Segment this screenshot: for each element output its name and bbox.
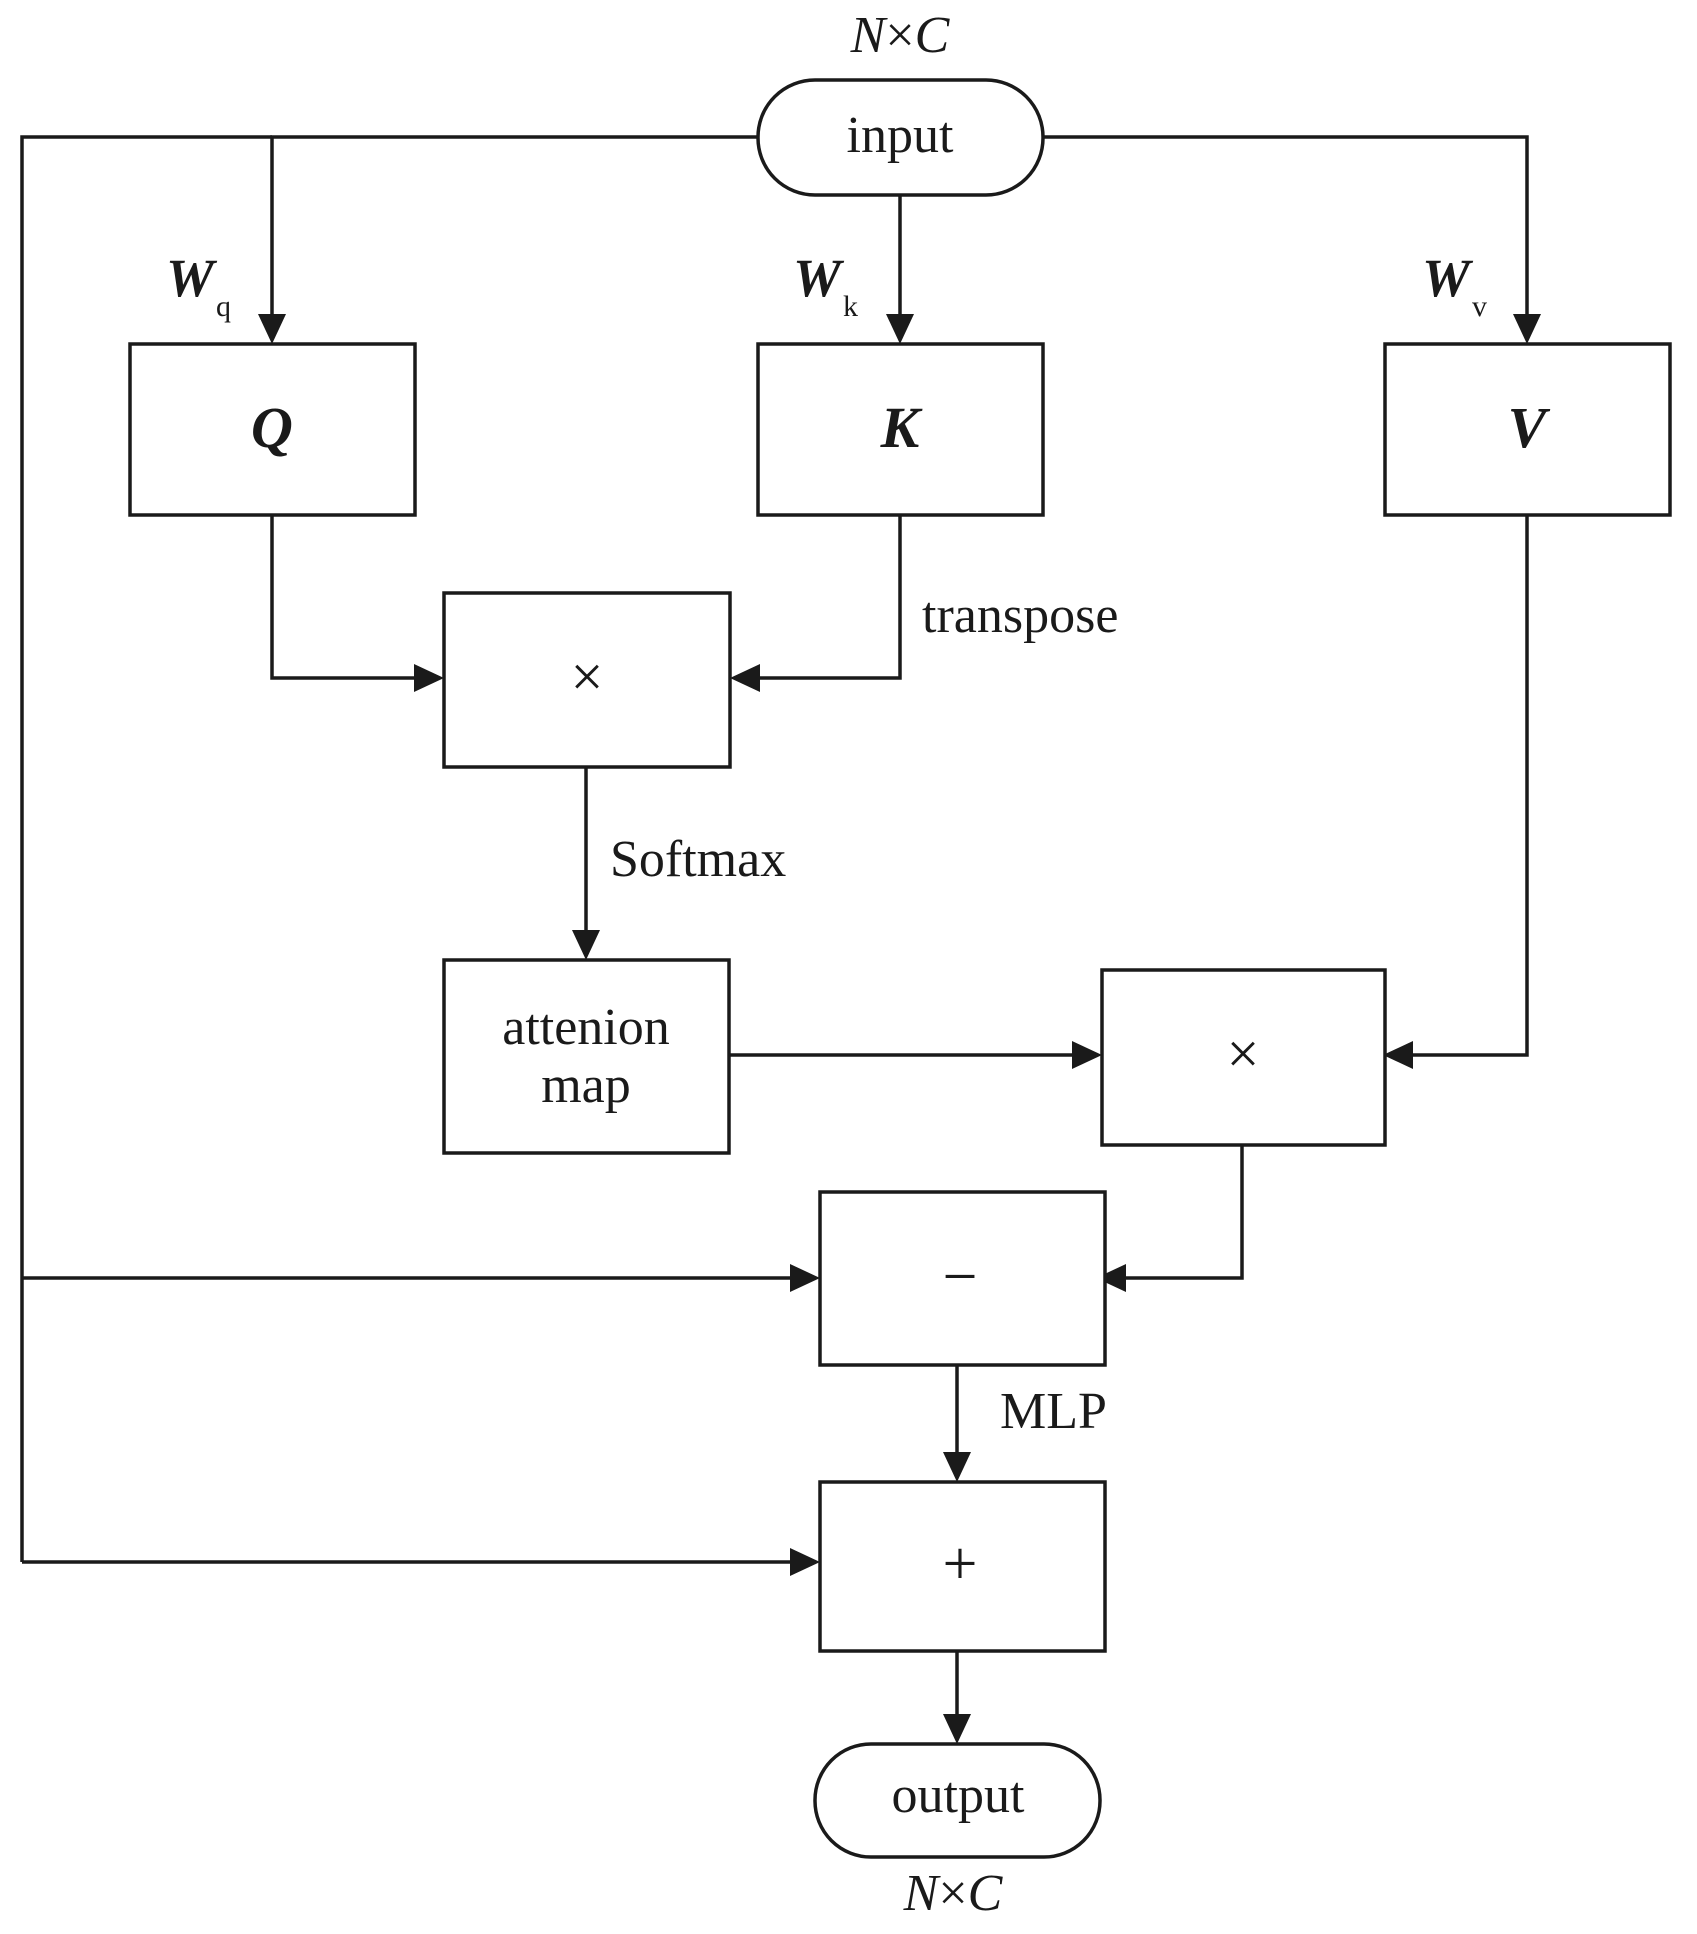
multiply-qk-label: × <box>571 644 604 709</box>
dim-bottom-times: × <box>938 1865 967 1922</box>
arrowhead-multiply-right <box>730 664 760 692</box>
q-label: Q <box>251 395 293 460</box>
subtract-label: − <box>943 1243 978 1311</box>
arrowheads <box>258 314 1541 1744</box>
arrowhead-v <box>1513 314 1541 344</box>
k-to-multiply-connector <box>752 515 902 680</box>
wk-main: W <box>793 248 845 308</box>
multiply-qk-block: × <box>442 591 732 769</box>
k-block: K <box>756 342 1045 517</box>
dim-top-times: × <box>885 7 914 64</box>
wv-sub: v <box>1472 290 1487 323</box>
input-node: input <box>756 78 1045 197</box>
dimension-label-bottom: N×C <box>903 1865 1004 1922</box>
attention-map-label-line2: map <box>541 1057 631 1114</box>
wq-sub: q <box>216 290 231 323</box>
dim-bottom-c: C <box>968 1865 1004 1922</box>
skip-rail-connector <box>20 135 272 1562</box>
q-to-multiply-connector <box>270 515 422 680</box>
dim-top-c: C <box>915 7 951 64</box>
k-label: K <box>880 395 923 460</box>
dimension-label-top: N×C <box>850 7 951 64</box>
wk-sub: k <box>843 290 858 323</box>
arrowhead-output <box>943 1714 971 1744</box>
v-block: V <box>1383 342 1672 517</box>
v-label: V <box>1508 395 1551 460</box>
arrowhead-add-left <box>790 1548 820 1576</box>
input-to-q-connector <box>270 135 758 322</box>
mlp-label: MLP <box>1000 1383 1107 1440</box>
connectors <box>20 135 1529 1722</box>
arrowhead-q <box>258 314 286 344</box>
weight-label-q: W q <box>166 248 231 323</box>
weight-label-k: W k <box>793 248 858 323</box>
svg-text:N×C: N×C <box>903 1865 1004 1922</box>
arrowhead-k <box>886 314 914 344</box>
output-node: output <box>813 1742 1102 1859</box>
wv-main: W <box>1422 248 1474 308</box>
multiply-av-label: × <box>1227 1021 1260 1086</box>
softmax-label: Softmax <box>610 831 786 888</box>
weight-label-v: W v <box>1422 248 1487 323</box>
add-label: + <box>943 1530 978 1598</box>
input-label: input <box>847 107 954 164</box>
arrowhead-mlp <box>943 1452 971 1482</box>
q-block: Q <box>128 342 417 517</box>
add-block: + <box>818 1480 1107 1653</box>
multiply-av-block: × <box>1100 968 1387 1147</box>
v-to-multiply-connector <box>1405 515 1529 1057</box>
arrowhead-subtract-right <box>1096 1264 1126 1292</box>
attention-map-block: attenion map <box>442 958 731 1155</box>
arrowhead-softmax <box>572 930 600 960</box>
attention-map-label-line1: attenion <box>502 999 670 1056</box>
dim-bottom-n: N <box>903 1865 942 1922</box>
dim-top-n: N <box>850 7 889 64</box>
transpose-label: transpose <box>922 587 1118 644</box>
arrowhead-v-to-multiply <box>1383 1041 1413 1069</box>
arrowhead-subtract-left <box>790 1264 820 1292</box>
input-to-v-connector <box>1043 135 1529 322</box>
output-label: output <box>892 1767 1025 1824</box>
subtract-block: − <box>818 1190 1107 1367</box>
svg-text:N×C: N×C <box>850 7 951 64</box>
wq-main: W <box>166 248 218 308</box>
multiply-to-subtract-connector <box>1118 1145 1244 1280</box>
arrowhead-attention-to-multiply <box>1072 1041 1102 1069</box>
arrowhead-multiply-left <box>414 664 444 692</box>
